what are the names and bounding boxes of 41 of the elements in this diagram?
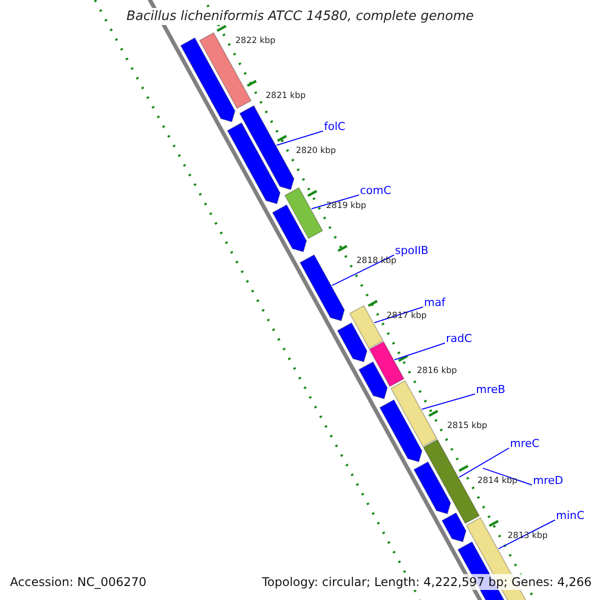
gene-feature xyxy=(284,187,324,240)
leader-line xyxy=(311,194,360,210)
scale-label: 2815 kbp xyxy=(447,420,488,431)
gene-label: comC xyxy=(360,184,392,197)
scale-label: 2821 kbp xyxy=(266,90,306,101)
gene-label: mreD xyxy=(533,474,564,487)
gene-feature xyxy=(422,439,480,524)
gene-feature xyxy=(226,122,281,204)
gene-label: spoIIB xyxy=(395,244,428,257)
gene-feature xyxy=(358,361,388,400)
gene-label: mreC xyxy=(510,437,540,450)
scale-label: 2822 kbp xyxy=(235,36,276,46)
gene-feature xyxy=(349,305,384,350)
leader-line xyxy=(482,468,532,486)
scale-label: 2819 kbp xyxy=(326,200,366,211)
scale-label: 2820 kbp xyxy=(296,146,336,156)
gene-feature xyxy=(413,461,452,514)
gene-feature xyxy=(390,380,438,448)
leader-line xyxy=(276,130,324,146)
genome-info-text: Topology: circular; Length: 4,222,597 bp; Genes: 4,266 xyxy=(260,574,594,590)
scale-label: 2818 kbp xyxy=(356,256,396,266)
scale-label: 2814 kbp xyxy=(477,476,518,486)
gene-label: maf xyxy=(424,296,446,309)
gene-feature xyxy=(379,399,422,462)
scale-label: 2816 kbp xyxy=(416,366,457,376)
gene-feature xyxy=(272,204,307,252)
leader-line xyxy=(458,448,510,478)
gene-label: mreB xyxy=(476,383,506,396)
gene-feature xyxy=(239,105,294,190)
gene-label: minC xyxy=(556,509,584,522)
accession-text: Accession: NC_006270 xyxy=(8,574,148,590)
gene-feature xyxy=(368,341,405,388)
gene-label: folC xyxy=(324,120,346,133)
leader-line xyxy=(421,394,476,410)
leader-line xyxy=(498,520,556,550)
gene-label: radC xyxy=(446,332,472,345)
gene-feature xyxy=(336,322,368,362)
gene-feature xyxy=(180,37,236,122)
gene-feature xyxy=(299,254,345,322)
leader-line xyxy=(332,254,394,286)
leader-line xyxy=(394,342,446,360)
